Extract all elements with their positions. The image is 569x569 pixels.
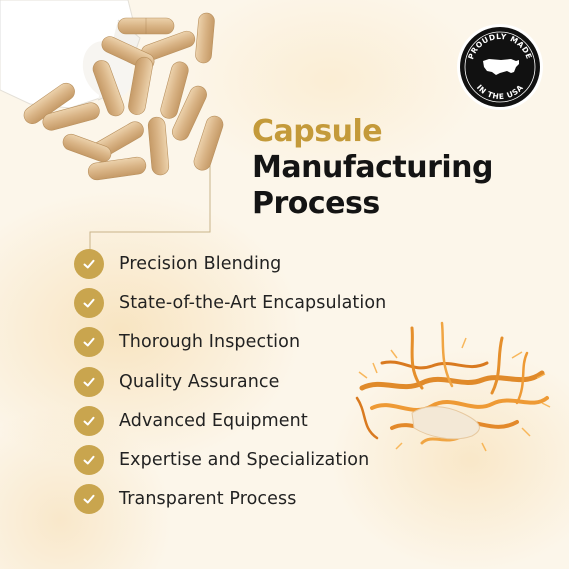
- list-item: Transparent Process: [74, 480, 386, 519]
- list-item-label: Expertise and Specialization: [119, 450, 370, 471]
- usa-map-icon: [483, 59, 519, 75]
- capsules-image: [23, 12, 224, 181]
- list-item-label: Advanced Equipment: [119, 410, 308, 431]
- check-icon: [74, 445, 104, 476]
- check-icon: [74, 484, 104, 515]
- made-in-usa-badge: PROUDLY MADE IN THE USA: [457, 24, 543, 110]
- cordyceps-herb-image: [355, 321, 551, 452]
- list-item-label: Thorough Inspection: [119, 332, 301, 353]
- check-icon: [74, 287, 104, 318]
- list-item-label: Precision Blending: [119, 253, 282, 274]
- title-line-1: Capsule: [252, 114, 383, 149]
- list-item: Expertise and Specialization: [74, 440, 386, 479]
- list-item-label: Quality Assurance: [119, 371, 280, 392]
- list-item: Quality Assurance: [74, 362, 386, 401]
- list-item-label: State-of-the-Art Encapsulation: [119, 292, 387, 313]
- check-icon: [74, 405, 104, 436]
- list-item: Precision Blending: [74, 244, 386, 283]
- feature-list: Precision Blending State-of-the-Art Enca…: [74, 244, 386, 519]
- title-line-2: Manufacturing: [252, 150, 494, 185]
- list-item: State-of-the-Art Encapsulation: [74, 283, 386, 322]
- page-title: Capsule Manufacturing Process: [252, 114, 494, 222]
- list-item: Thorough Inspection: [74, 323, 386, 362]
- list-item: Advanced Equipment: [74, 401, 386, 440]
- title-line-3: Process: [252, 186, 380, 221]
- check-icon: [74, 327, 104, 358]
- check-icon: [74, 366, 104, 397]
- check-icon: [74, 248, 104, 279]
- list-item-label: Transparent Process: [119, 489, 297, 510]
